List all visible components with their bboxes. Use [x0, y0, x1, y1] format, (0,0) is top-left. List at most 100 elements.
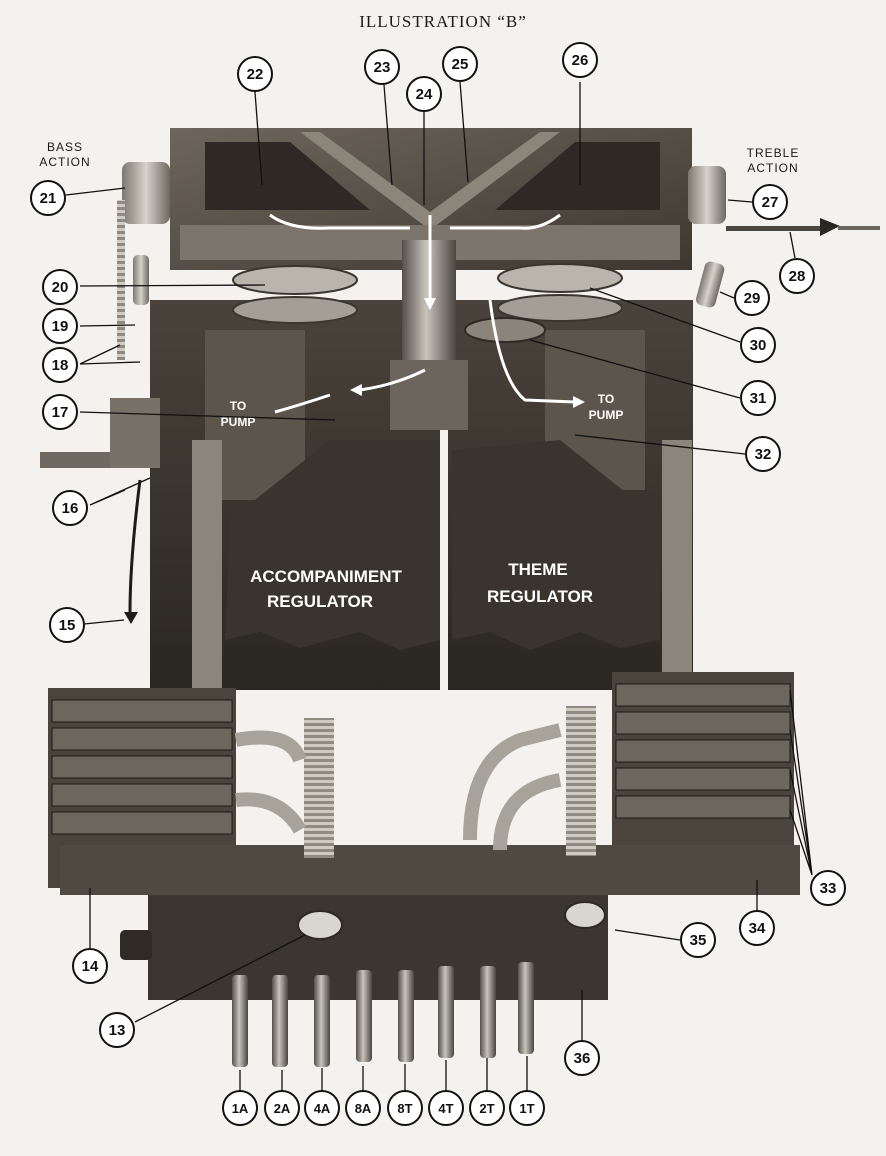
callout-31: 31: [750, 390, 767, 407]
callout-circle-19: [42, 308, 78, 344]
leader-16: [89, 477, 151, 506]
bass-wire: [128, 479, 142, 613]
tube-label-4a: 4A: [314, 1101, 331, 1116]
leader-27: [727, 199, 753, 203]
leader-22: [254, 91, 263, 186]
air-flow-arrows: [269, 213, 576, 414]
callout-34: 34: [749, 920, 766, 937]
leader-15: [83, 619, 125, 625]
bass-action-line-1: BASS: [46, 140, 83, 154]
leader-13: [134, 934, 306, 1023]
flow-arrow-top-right: [450, 213, 561, 230]
callout-circle-17: [42, 394, 78, 430]
leader-23: [383, 84, 393, 186]
callout-23: 23: [374, 59, 391, 76]
treble-action-line-2: ACTION: [747, 161, 799, 175]
right-regulator-panel: [452, 440, 660, 650]
output-tube-4a: [314, 975, 330, 1067]
right-valve-strip: [615, 795, 791, 819]
arrowhead-left: [350, 384, 362, 396]
callout-circle-14: [72, 948, 108, 984]
leader-lines: [65, 81, 813, 1092]
tube-circle-2t: [469, 1090, 505, 1126]
left-bellows-disc-lower: [232, 296, 358, 324]
callout-circle-25: [442, 46, 478, 82]
callout-16: 16: [62, 500, 79, 517]
output-tube-1a: [232, 975, 248, 1067]
treble-action-cylinder: [688, 166, 726, 224]
callout-33: 33: [820, 880, 837, 897]
tube-label-4t: 4T: [438, 1101, 453, 1116]
callout-circle-33: [810, 870, 846, 906]
output-tube-2a: [272, 975, 288, 1067]
treble-rod-thread: [838, 226, 880, 230]
left-regulator-panel: [225, 440, 440, 650]
right-valve-chamber: [495, 142, 660, 210]
treble-rod-knob: [820, 218, 840, 236]
callout-circle-20: [42, 269, 78, 305]
center-wedge: [300, 132, 560, 230]
tube-label-text: 1A 2A 4A 8A 8T 4T 2T 1T: [232, 1101, 535, 1116]
callout-circle-16: [52, 490, 88, 526]
left-valve-strip: [51, 699, 233, 723]
treble-rod: [726, 226, 826, 231]
callout-circle-24: [406, 76, 442, 112]
tube-circle-1t: [509, 1090, 545, 1126]
central-elbow: [390, 360, 468, 430]
tube-label-2a: 2A: [274, 1101, 291, 1116]
tube-label-1a: 1A: [232, 1101, 249, 1116]
tube-circle-8a: [345, 1090, 381, 1126]
callout-19: 19: [52, 318, 69, 335]
arrowhead-center: [424, 298, 436, 310]
leader-21: [65, 187, 126, 196]
leader-31: [529, 339, 741, 399]
tube-circle-1a: [222, 1090, 258, 1126]
callouts: [30, 42, 846, 1076]
callout-15: 15: [59, 617, 76, 634]
callout-circle-34: [739, 910, 775, 946]
valve-blocks: [48, 672, 800, 1000]
page-title: ILLUSTRATION “B”: [359, 12, 527, 31]
tube-circle-4a: [304, 1090, 340, 1126]
callout-circle-27: [752, 184, 788, 220]
bass-lever-block: [110, 398, 160, 468]
callout-26: 26: [572, 52, 589, 69]
bass-action-label: BASS ACTION: [20, 140, 110, 170]
bass-action-cylinder: [122, 162, 170, 224]
right-connecting-tubes: [463, 723, 562, 851]
callout-20: 20: [52, 279, 69, 296]
to-pump-right-line-2: PUMP: [589, 408, 624, 422]
callout-13: 13: [109, 1022, 126, 1039]
accompaniment-regulator-line-1: ACCOMPANIMENT: [250, 567, 402, 586]
left-valve-strip: [51, 727, 233, 751]
right-valve-strip: [615, 683, 791, 707]
callout-36: 36: [574, 1050, 591, 1067]
tube-label-circles: [222, 1090, 545, 1126]
output-tube-8t: [398, 970, 414, 1062]
central-duct: [232, 240, 623, 430]
callout-29: 29: [744, 290, 761, 307]
left-nipple: [133, 255, 149, 305]
flow-arrow-right-branch: [488, 299, 576, 404]
to-pump-right-line-1: TO: [598, 392, 614, 406]
callout-circle-18: [42, 347, 78, 383]
right-valve-strip: [615, 767, 791, 791]
right-bellows-disc-upper: [497, 263, 623, 293]
callout-22: 22: [247, 66, 264, 83]
callout-circle-26: [562, 42, 598, 78]
callout-21: 21: [40, 190, 57, 207]
callout-circle-21: [30, 180, 66, 216]
left-valve-strip: [51, 755, 233, 779]
theme-regulator-line-2: REGULATOR: [487, 587, 593, 606]
tube-label-8a: 8A: [355, 1101, 372, 1116]
output-tubes: [232, 962, 534, 1067]
accompaniment-regulator-line-2: REGULATOR: [267, 592, 373, 611]
leader-20: [79, 284, 266, 287]
callout-circle-28: [779, 258, 815, 294]
callout-circle-31: [740, 380, 776, 416]
leader-32: [574, 434, 746, 455]
leader-18: [79, 344, 141, 365]
tube-label-8t: 8T: [397, 1101, 412, 1116]
callout-numbers: 13 14 15 16 17 18 19 20 21 22 23 24 25 2…: [40, 52, 837, 1067]
